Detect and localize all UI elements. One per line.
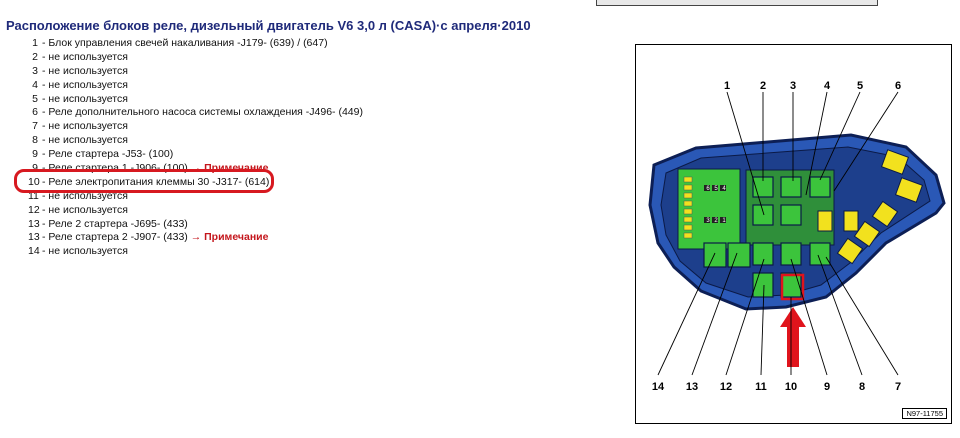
top-panel-edge: [596, 0, 878, 6]
item-text: - не используется: [42, 245, 128, 258]
callout-label-3: 3: [790, 80, 796, 92]
relay-12: [752, 242, 774, 266]
callout-label-10: 10: [785, 381, 797, 393]
fuse-yellow: [871, 200, 899, 228]
item-text: - Реле 2 стартера -J695- (433): [42, 217, 188, 230]
relay-list-item: 1 - Блок управления свечей накаливания -J…: [28, 37, 363, 51]
relay-10: [780, 272, 802, 298]
item-number: 13: [28, 231, 40, 244]
relay-8: [809, 242, 831, 266]
callout-label-5: 5: [857, 80, 863, 92]
callout-label-12: 12: [720, 381, 732, 393]
relay-list-item: 14- не используется: [28, 245, 363, 259]
item-text: - не используется: [42, 92, 128, 105]
relay-list-item: 6 - Реле дополнительного насоса системы о…: [28, 106, 363, 120]
callout-label-9: 9: [824, 381, 830, 393]
item-text: - не используется: [42, 203, 128, 216]
item-number: 4: [32, 78, 38, 91]
callout-label-13: 13: [686, 381, 698, 393]
item-text: - не используется: [42, 64, 128, 77]
fuse-yellow: [817, 210, 833, 232]
callout-label-8: 8: [859, 381, 865, 393]
relay-3: [780, 176, 802, 198]
item-number: 9: [32, 148, 38, 161]
item-number: 7: [32, 120, 38, 133]
callout-label-14: 14: [652, 381, 665, 393]
item-text: - не используется: [42, 50, 128, 63]
relay-13: [727, 242, 751, 268]
item-text: - не используется: [42, 78, 128, 91]
callout-label-6: 6: [895, 80, 901, 92]
relay-list-item: 5 - не используется: [28, 93, 363, 107]
item-number: 12: [28, 203, 40, 216]
relay-list-item: 13- Реле стартера 2 -J907- (433) → Приме…: [28, 231, 363, 245]
page-title: Расположение блоков реле, дизельный двиг…: [6, 18, 531, 33]
relay-list-item: 3 - не используется: [28, 65, 363, 79]
figure-code: N97-11755: [902, 408, 947, 419]
item-number: 2: [32, 50, 38, 63]
fuse-number: 1: [722, 218, 726, 224]
item-text: - Реле стартера -J53- (100): [42, 148, 174, 161]
relay-list-item: 9 - Реле стартера -J53- (100): [28, 148, 363, 162]
relay-9: [780, 242, 802, 266]
callout-label-4: 4: [824, 80, 831, 92]
item-number: 6: [32, 106, 38, 119]
relay-10-highlight: [780, 273, 805, 301]
relay-5: [780, 204, 802, 226]
item-number: 9: [32, 162, 38, 175]
fuse-yellow: [843, 210, 859, 232]
highlight-circle: [14, 169, 274, 193]
relay-4: [809, 176, 831, 198]
note-link[interactable]: → Примечание: [187, 231, 269, 244]
fuse-yellow: [853, 220, 881, 248]
relay-list: 1 - Блок управления свечей накаливания -J…: [28, 37, 363, 259]
item-number: 11: [28, 189, 39, 202]
relay-list-item: 12- не используется: [28, 204, 363, 218]
item-number: 8: [32, 134, 38, 147]
item-number: 1: [32, 37, 38, 49]
item-text: - Реле электропитания клеммы 30 -J317- (…: [42, 175, 270, 188]
relay-list-item: 8 - не используется: [28, 134, 363, 148]
fuse-yellow: [894, 177, 924, 203]
relay-list-item: 2 - не используется: [28, 51, 363, 65]
fuse-row: [704, 185, 726, 223]
item-text: - Реле дополнительного насоса системы ох…: [42, 106, 363, 119]
item-number: 3: [32, 64, 38, 77]
item-number: 14: [28, 245, 40, 258]
fuse-yellow: [836, 237, 864, 265]
item-text: - не используется: [42, 120, 128, 133]
callout-label-1: 1: [724, 80, 730, 92]
callout-label-11: 11: [755, 381, 767, 393]
relay-1: [752, 204, 774, 226]
item-number: 10: [28, 175, 40, 188]
relay-list-item: 10- Реле электропитания клеммы 30 -J317-…: [28, 176, 363, 190]
item-text: - Реле стартера 2 -J907- (433): [42, 231, 188, 244]
item-text: - не используется: [42, 134, 128, 147]
fuse-number: 5: [714, 186, 718, 192]
relay-11: [752, 272, 774, 298]
callout-label-2: 2: [760, 80, 766, 92]
fuse-number: 4: [722, 186, 726, 192]
fuse-number: 3: [706, 218, 710, 224]
item-text: - Блок управления свечей накаливания -J1…: [42, 37, 328, 49]
relay-list-item: 7 - не используется: [28, 120, 363, 134]
relay-14: [703, 242, 727, 268]
red-arrow-pointer: [780, 307, 806, 367]
relay-list-item: 4 - не используется: [28, 79, 363, 93]
fuse-number: 6: [706, 186, 710, 192]
fuse-number: 2: [714, 218, 718, 224]
fuse-yellow: [880, 149, 910, 175]
item-number: 5: [32, 92, 38, 105]
item-number: 13: [28, 217, 40, 230]
relay-list-item: 13- Реле 2 стартера -J695- (433): [28, 218, 363, 232]
callout-label-7: 7: [895, 381, 901, 393]
